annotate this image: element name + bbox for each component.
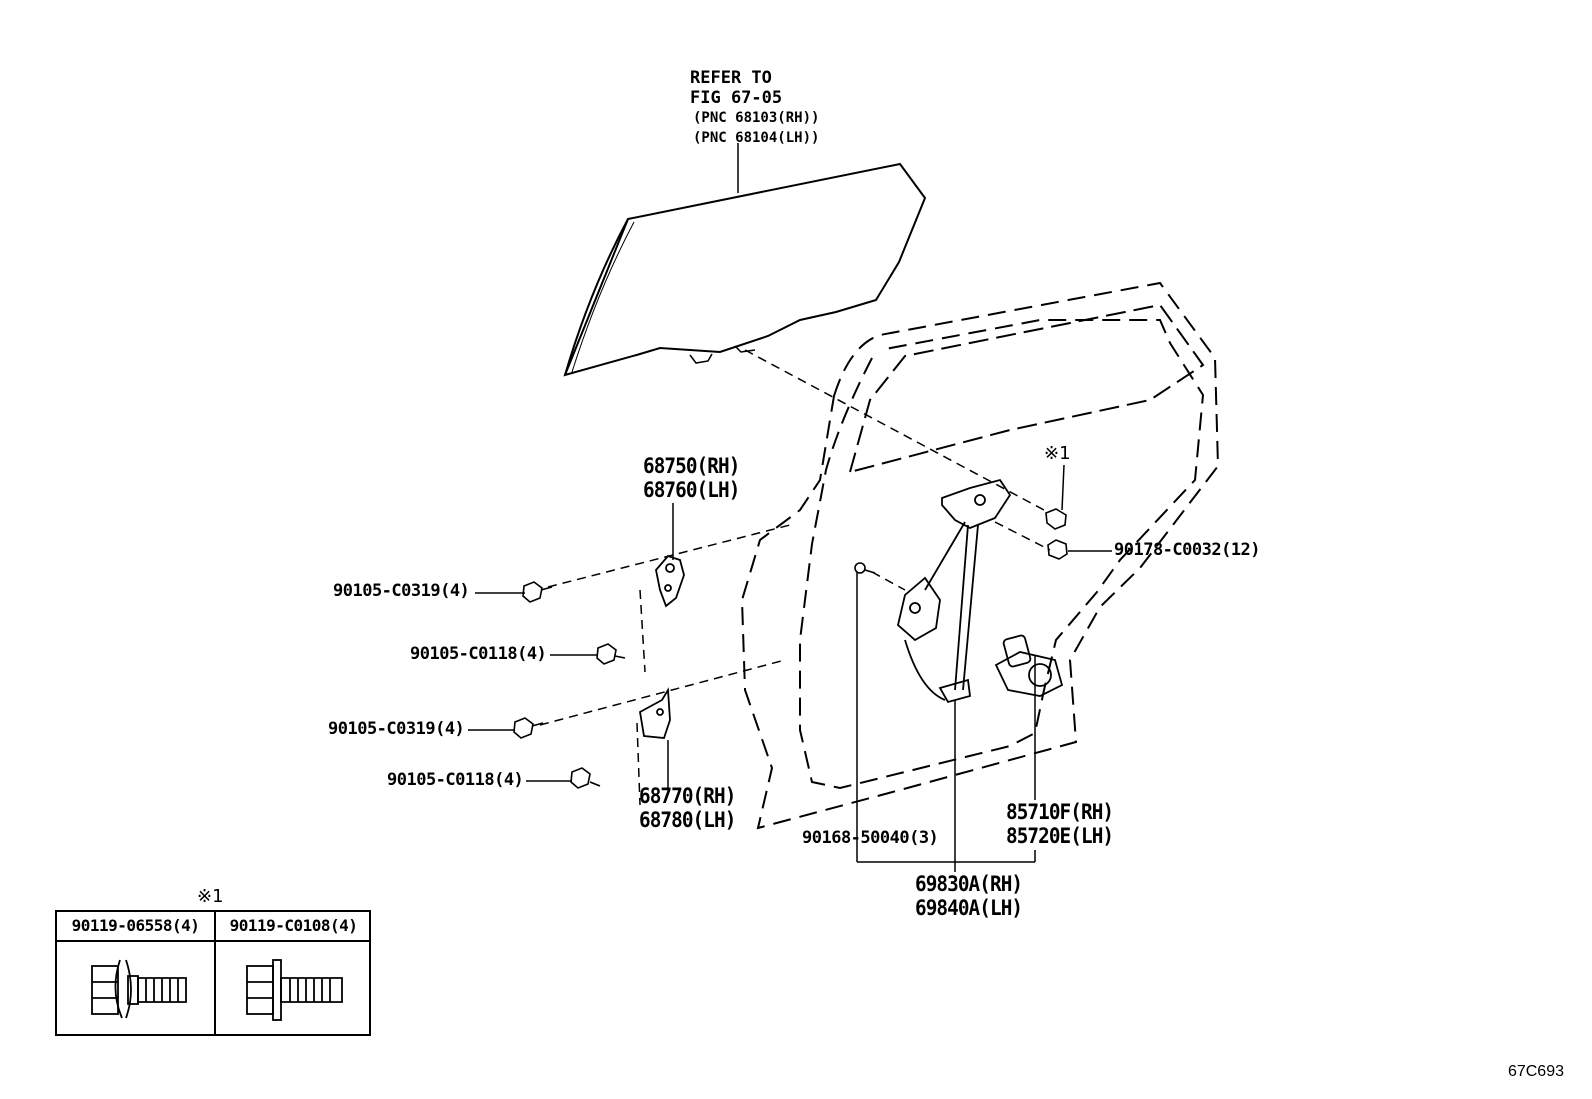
door-glass [563, 143, 927, 377]
part-label-motor-lh[interactable]: 85720E(LH) [1006, 824, 1114, 848]
legend-column-1: 90119-06558(4) [57, 912, 216, 1036]
refer-pnc-rh[interactable]: (PNC 68103(RH)) [693, 110, 820, 126]
refer-pnc-lh[interactable]: (PNC 68104(LH)) [693, 130, 820, 146]
legend-header-2[interactable]: 90119-C0108(4) [216, 912, 371, 942]
refer-note-line1: REFER TO [690, 68, 772, 88]
figure-id: 67C693 [1507, 1063, 1564, 1080]
window-motor [994, 634, 1064, 697]
part-label-regulator-lh[interactable]: 69840A(LH) [915, 896, 1023, 920]
callout-lines [468, 464, 1112, 872]
note-mark: ※1 [1044, 443, 1071, 464]
upper-hinge [655, 554, 685, 608]
legend-column-2: 90119-C0108(4) [216, 912, 371, 1036]
refer-note-line2: FIG 67-05 [690, 88, 783, 108]
part-label-hinge-upper-rh[interactable]: 68750(RH) [643, 454, 740, 478]
window-regulator [897, 478, 1012, 704]
legend-bolt-2 [246, 959, 343, 1021]
part-label-hinge-lower-rh[interactable]: 68770(RH) [639, 784, 736, 808]
window-frame [849, 303, 1205, 473]
part-label-hinge-lower-lh[interactable]: 68780(LH) [639, 808, 736, 832]
lower-hinge [639, 687, 671, 739]
part-label-bolt-upper-1[interactable]: 90105-C0319(4) [333, 581, 470, 601]
part-label-bolt-lower-1[interactable]: 90105-C0319(4) [328, 719, 465, 739]
part-label-regulator-rh[interactable]: 69830A(RH) [915, 872, 1023, 896]
part-label-hinge-upper-lh[interactable]: 68760(LH) [643, 478, 740, 502]
part-label-bolt-upper-2[interactable]: 90105-C0118(4) [410, 644, 547, 664]
door-panel [740, 281, 1220, 830]
part-label-clip[interactable]: 90168-50040(3) [802, 828, 939, 848]
bolts [513, 508, 1068, 789]
part-label-bolt-lower-2[interactable]: 90105-C0118(4) [387, 770, 524, 790]
part-label-nut[interactable]: 90178-C0032(12) [1114, 540, 1261, 560]
legend-mark: ※1 [197, 886, 224, 907]
bolt-legend-table: 90119-06558(4) 90119-C0108(4) [55, 910, 371, 1036]
part-label-motor-rh[interactable]: 85710F(RH) [1006, 800, 1114, 824]
legend-bolt-1 [91, 959, 187, 1019]
legend-header-1[interactable]: 90119-06558(4) [57, 912, 214, 942]
